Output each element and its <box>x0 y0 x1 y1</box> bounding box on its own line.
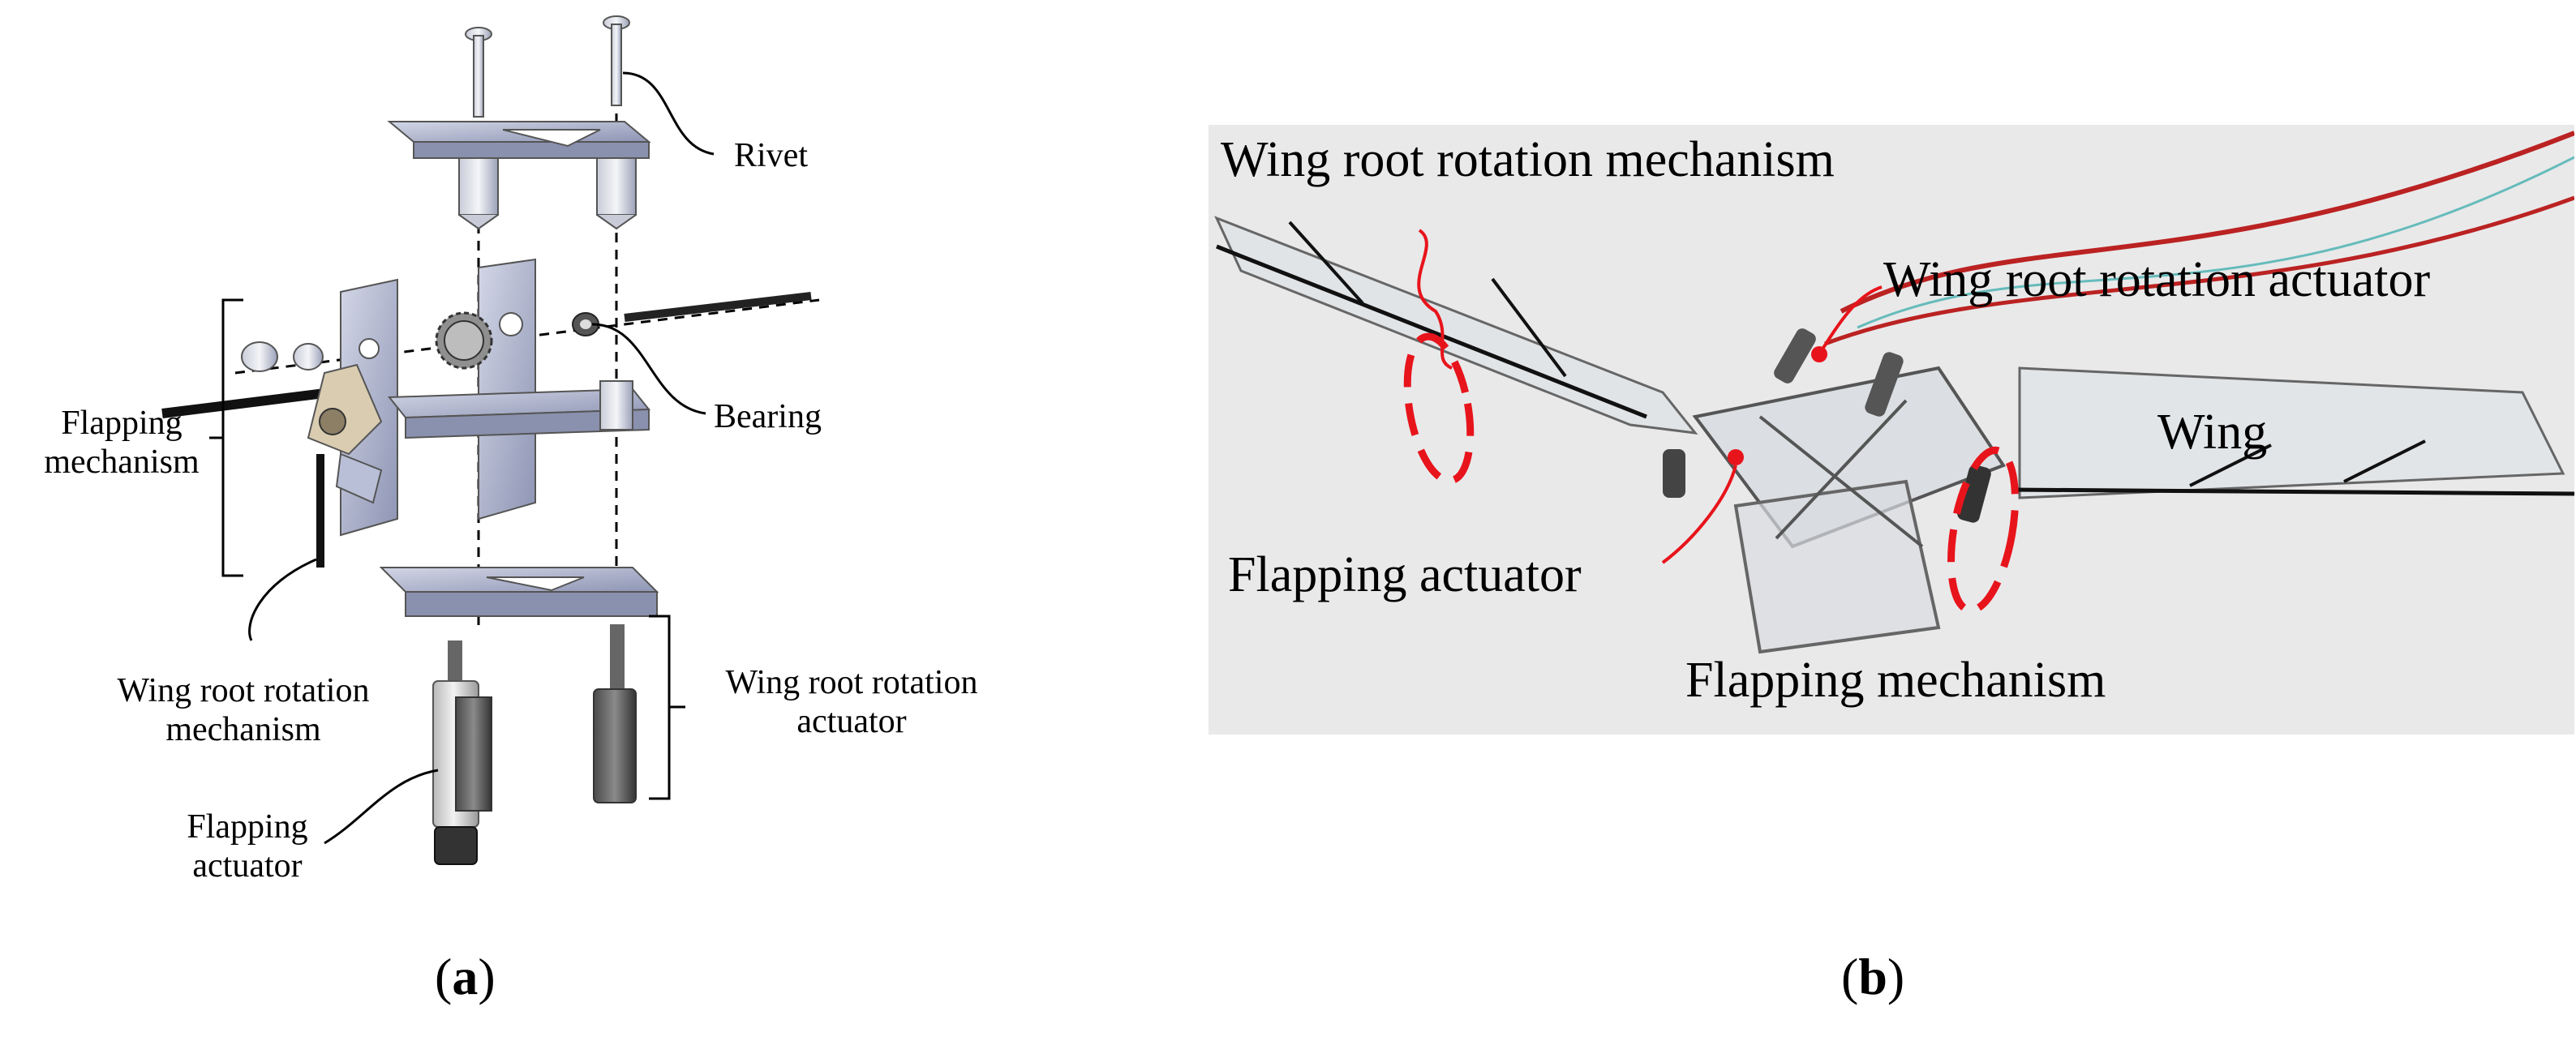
wing-root-rotation-actuator-body <box>593 624 637 803</box>
flapping-linkage <box>161 363 383 568</box>
bushings <box>241 341 324 372</box>
label-wing-b: Wing <box>2157 405 2268 460</box>
label-wing-root-rotation-mechanism: Wing root rotation mechanism <box>117 672 370 749</box>
prototype-illustration <box>1214 131 2574 654</box>
label-wing-root-rotation-mechanism-b: Wing root rotation mechanism <box>1221 132 1835 187</box>
caption-a: (a) <box>435 948 496 1005</box>
bottom-bracket <box>379 567 659 617</box>
prototype-photo <box>1209 125 2574 735</box>
label-flapping-mechanism: Flapping mechanism <box>44 405 200 482</box>
label-flapping-actuator-b: Flapping actuator <box>1228 547 1582 602</box>
rivet-right <box>603 15 630 106</box>
caption-b: (b) <box>1841 948 1905 1005</box>
label-bearing: Bearing <box>714 398 822 435</box>
exploded-assembly-drawing <box>161 15 820 865</box>
frame-plate-right <box>478 258 536 520</box>
label-wing-root-rotation-actuator-b: Wing root rotation actuator <box>1883 252 2431 307</box>
rivet-left <box>465 27 492 118</box>
flapping-actuator-body <box>432 640 492 865</box>
middle-bracket <box>387 380 651 439</box>
label-flapping-mechanism-b: Flapping mechanism <box>1685 653 2106 708</box>
label-rivet: Rivet <box>734 137 808 174</box>
label-wing-root-rotation-actuator: Wing root rotation actuator <box>725 664 978 741</box>
label-flapping-actuator: Flapping actuator <box>187 808 308 885</box>
shaft <box>624 292 812 322</box>
gear <box>435 311 493 370</box>
top-bracket <box>387 121 651 230</box>
